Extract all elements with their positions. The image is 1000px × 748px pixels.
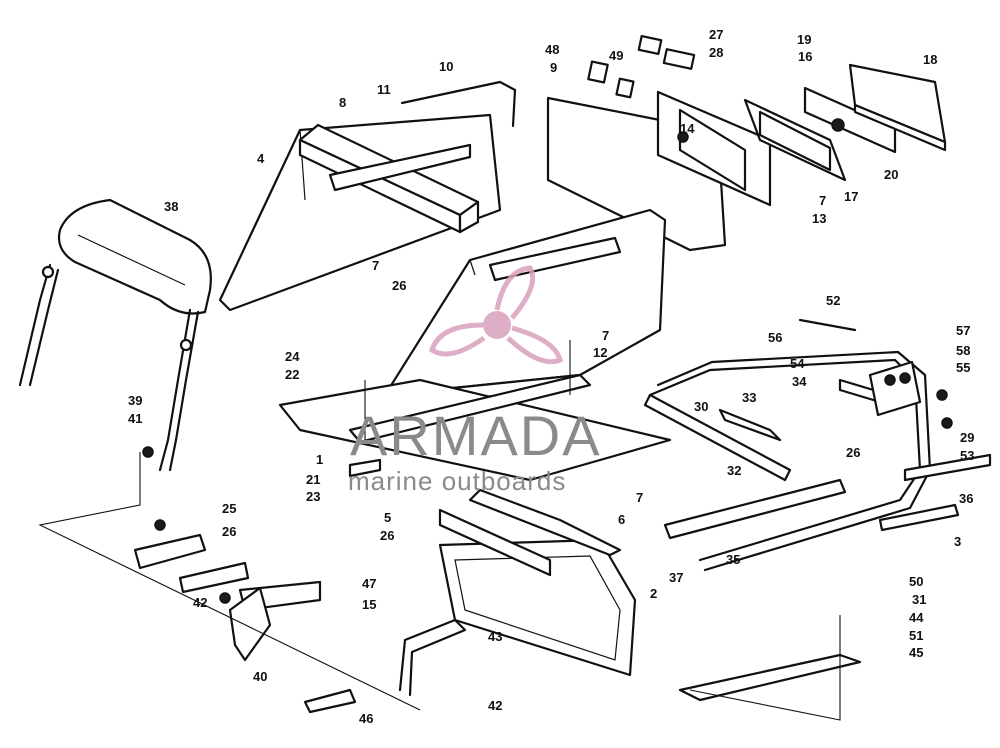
callout: 40 — [253, 669, 267, 684]
decals — [587, 34, 696, 99]
callout: 57 — [956, 323, 970, 338]
callout: 6 — [618, 512, 625, 527]
callout: 58 — [956, 343, 970, 358]
callout: 56 — [768, 330, 782, 345]
latch-assembly — [798, 318, 953, 429]
tube-10 — [400, 80, 517, 128]
light-assembly — [743, 63, 947, 182]
callout: 51 — [909, 628, 923, 643]
callout: 52 — [826, 293, 840, 308]
callout: 26 — [222, 524, 236, 539]
callout: 5 — [384, 510, 391, 525]
callout: 16 — [798, 49, 812, 64]
callout: 39 — [128, 393, 142, 408]
callout: 26 — [392, 278, 406, 293]
callout: 46 — [359, 711, 373, 726]
callout: 27 — [709, 27, 723, 42]
callout: 28 — [709, 45, 723, 60]
callout: 11 — [377, 82, 391, 97]
leader-lines — [38, 129, 841, 721]
rear-panel — [546, 90, 772, 252]
callout: 20 — [884, 167, 898, 182]
side-panel-left — [218, 113, 502, 312]
callout: 53 — [960, 448, 974, 463]
callout: 2 — [650, 586, 657, 601]
callout: 33 — [742, 390, 756, 405]
callout: 34 — [792, 374, 807, 389]
callout: 44 — [909, 610, 924, 625]
hinge-assembly — [133, 519, 322, 662]
callout: 37 — [669, 570, 683, 585]
handle-and-pad — [303, 618, 467, 714]
callout: 14 — [680, 121, 695, 136]
side-panel-center — [383, 208, 667, 410]
backrest-assembly — [18, 198, 212, 472]
callout: 15 — [362, 597, 376, 612]
callout: 17 — [844, 189, 858, 204]
callout: 41 — [128, 411, 142, 426]
callout: 3 — [954, 534, 961, 549]
callout: 47 — [362, 576, 376, 591]
callout: 49 — [609, 48, 623, 63]
callout: 31 — [912, 592, 926, 607]
lid — [438, 488, 637, 677]
callout: 26 — [380, 528, 394, 543]
callout: 25 — [222, 501, 236, 516]
callout: 7 — [636, 490, 643, 505]
watermark-tagline: marine outboards — [348, 466, 566, 496]
callout-labels: 1 2 3 4 5 6 7 7 7 7 8 9 10 11 12 13 14 1… — [128, 27, 974, 726]
callout: 21 — [306, 472, 320, 487]
callout: 36 — [959, 491, 973, 506]
callout: 50 — [909, 574, 923, 589]
callout: 7 — [372, 258, 379, 273]
callout: 24 — [285, 349, 300, 364]
callout: 54 — [790, 356, 805, 371]
callout: 45 — [909, 645, 923, 660]
callout: 18 — [923, 52, 937, 67]
callout: 9 — [550, 60, 557, 75]
callout: 12 — [593, 345, 607, 360]
callout: 30 — [694, 399, 708, 414]
callout: 4 — [257, 151, 265, 166]
callout: 48 — [545, 42, 559, 57]
callout: 23 — [306, 489, 320, 504]
armada-logo — [429, 265, 563, 365]
callout: 35 — [726, 552, 740, 567]
callout: 7 — [602, 328, 609, 343]
callout: 22 — [285, 367, 299, 382]
callout: 1 — [316, 452, 323, 467]
callout: 43 — [488, 629, 502, 644]
callout: 8 — [339, 95, 346, 110]
callout: 10 — [439, 59, 453, 74]
callout: 32 — [727, 463, 741, 478]
lower-plate — [678, 653, 862, 702]
callout: 13 — [812, 211, 826, 226]
logo-hub-icon — [483, 311, 511, 339]
callout: 55 — [956, 360, 970, 375]
callout: 29 — [960, 430, 974, 445]
callout: 42 — [488, 698, 502, 713]
callout: 26 — [846, 445, 860, 460]
callout: 19 — [797, 32, 811, 47]
callout: 38 — [164, 199, 178, 214]
floor-panel — [278, 373, 672, 482]
watermark-brand: ARMADA — [350, 404, 602, 467]
frame — [643, 350, 992, 572]
callout: 42 — [193, 595, 207, 610]
callout: 7 — [819, 193, 826, 208]
